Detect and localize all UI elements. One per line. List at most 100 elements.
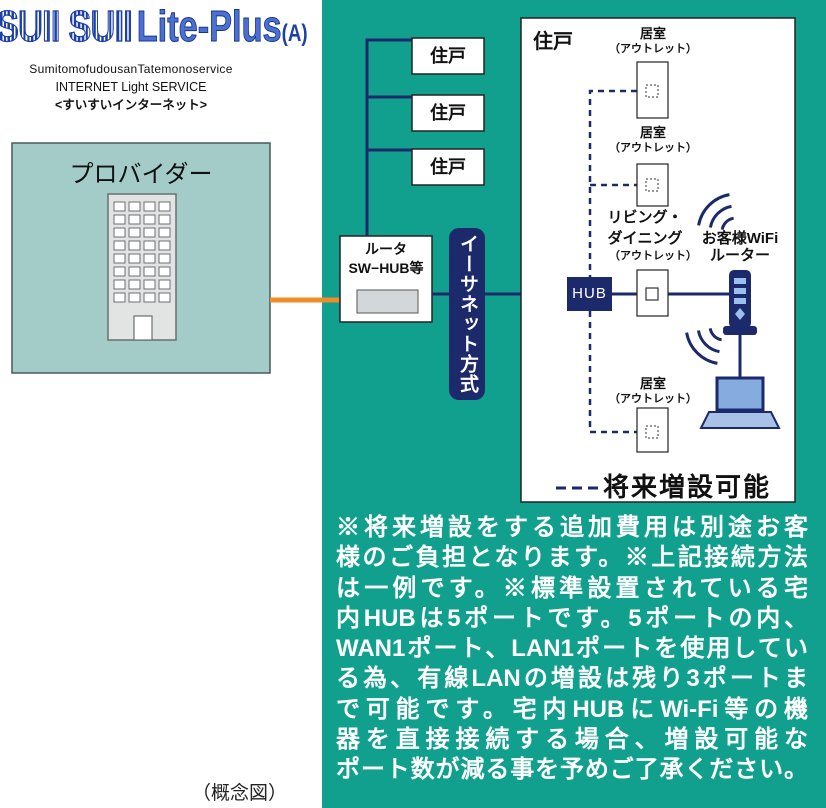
wifi-arc-bottom-inner [708,328,722,342]
note-line: ※将来増設をする追加費用は別途お客 [336,514,808,541]
outlet-living-name-line2: ダイニング [607,230,683,247]
building-window [158,214,171,225]
outlet-living [636,269,669,317]
hub-box [567,277,612,311]
hub-label: HUB [572,285,607,302]
unit-label-3: 住戸 [430,157,466,177]
building-window [128,292,141,303]
outlet-room-2-kind: （アウトレット） [609,142,697,154]
note-line: 器を直接接続する場合、増設可能な [336,726,808,754]
service-name: INTERNET Light SERVICE [55,80,207,94]
wifi-arc-top-inner [720,216,734,230]
note-line: WAN1ポート、LAN1ポートを使用してい [336,635,808,663]
building-window [128,240,141,251]
building-window [143,227,156,238]
unit-box-3 [411,148,485,186]
wifi-router-led [734,278,746,284]
building-window [158,279,171,290]
building-window [113,201,126,212]
wifi-arc-top-middle [708,204,732,228]
building-window [128,266,141,277]
building-window [128,227,141,238]
outlet-room-1-kind: （アウトレット） [609,43,697,55]
wifi-router-led [734,288,746,294]
building-window [143,201,156,212]
outlet-port-room-1 [645,84,659,98]
provider-title: プロバイダー [69,161,213,188]
building-window [158,253,171,264]
wifi-router-emblem [735,308,745,320]
building-window [128,279,141,290]
building-window [113,279,126,290]
building-window [143,266,156,277]
wifi-arc-top-outer [697,193,730,226]
unit-box-1 [411,37,485,75]
router-port [356,289,419,314]
unit-label-1: 住戸 [430,46,466,66]
wifi-arc-bottom-middle [696,330,720,354]
wifi-router-icon [723,270,757,335]
note-line: る為、有線LANの増設は残り3ポートま [336,665,808,693]
building-window [158,292,171,303]
building-window [113,292,126,303]
wifi-router-label-line1: お客様WiFi [701,230,779,247]
outlet-living-name-line1: リビング・ [607,209,683,226]
service-tagline: <すいすいインターネット> [54,98,208,112]
note-line: は一例です。※標準設置されている宅 [336,574,808,602]
building-window [158,266,171,277]
router-name: ルータ [365,241,407,257]
laptop-screen [715,376,765,412]
outlet-room-4-name: 居室 [639,376,666,391]
building-window [128,201,141,212]
building-window [113,240,126,251]
wifi-signal-icon [685,193,734,365]
outlet-room-2-name: 居室 [639,125,666,140]
connection-method-label: イーサネット方式 [449,228,485,400]
router-model: SW−HUB等 [348,260,424,276]
future-line-room-4 [588,311,637,434]
building-window [113,227,126,238]
riser-line [365,38,412,236]
building-window [143,214,156,225]
building-window [128,214,141,225]
note-line: 様のご負担となります。※上記接続方法 [336,544,808,572]
logo-name: Lite-Plus [136,2,282,52]
building-window [113,214,126,225]
building-icon [107,193,177,341]
residence-title: 住戸 [533,31,573,53]
building-window [143,279,156,290]
building-window [158,240,171,251]
unit-box-2 [411,94,485,132]
logo-mark: SUII SUII [0,1,133,51]
building-window [128,253,141,264]
wifi-router-base [723,326,757,335]
diagram-caption: （概念図） [192,783,288,804]
building-window [113,266,126,277]
building-window [143,253,156,264]
outlet-port-living [645,287,659,301]
outlet-port-room-4 [645,425,659,439]
outlet-port-room-2 [645,178,659,192]
building-windows [113,201,171,303]
outlet-room-1-name: 居室 [639,26,666,41]
legend-future-expansion: 将来増設可能 [603,472,772,502]
laptop-keyboard [699,411,781,429]
logo-variant: (A) [281,20,308,47]
laptop-icon [699,376,781,429]
building-door [133,315,153,341]
wifi-router-led [734,298,746,304]
future-line-room-1 [588,89,637,277]
unit-label-2: 住戸 [430,103,466,123]
wifi-router-label-line2: ルーター [709,247,770,264]
outlet-living-kind: （アウトレット） [609,250,697,262]
company-name: SumitomofudousanTatemonoservice [29,62,233,76]
building-window [143,240,156,251]
building-window [158,201,171,212]
note-line: ポート数が減る事を予めご了承ください。 [336,756,808,784]
building-window [158,227,171,238]
wifi-arc-bottom-outer [685,332,718,365]
note-line: で可能です。宅内HUBにWi-Fi等の機 [336,695,808,723]
note-line: 内HUBは5ポートです。5ポートの内、 [336,604,808,632]
